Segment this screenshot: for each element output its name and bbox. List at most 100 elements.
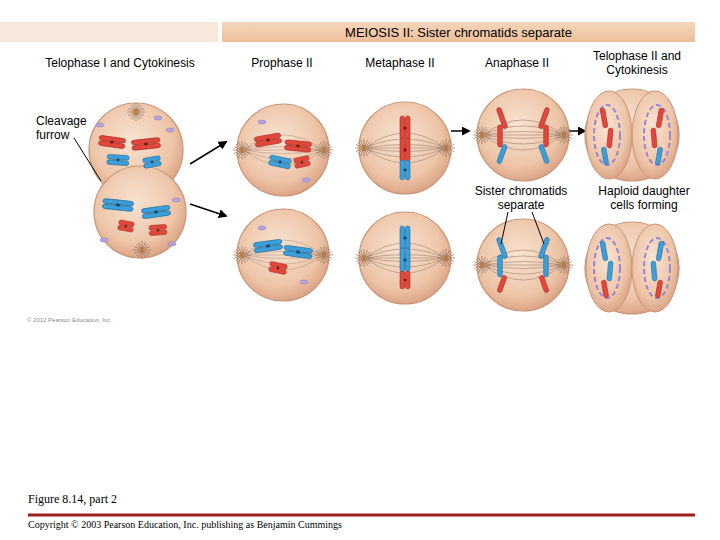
anaphase-two-cell	[498, 125, 503, 147]
step-arrow	[190, 204, 226, 216]
metaphase-two-cell	[400, 138, 410, 162]
anaphase-two-cell	[483, 250, 563, 280]
step-arrow	[190, 142, 226, 164]
telophase-two-cell	[585, 222, 679, 314]
anaphase-two-cell	[497, 275, 507, 293]
header-text: MEIOSIS II: Sister chromatids separate	[345, 25, 572, 40]
telophase-two-cell	[656, 241, 664, 261]
anaphase-two-cell	[538, 144, 549, 164]
telophase-one-cell	[98, 135, 126, 149]
prophase-two-cell	[233, 141, 251, 159]
telophase-one-cell	[94, 166, 186, 258]
telophase-one-cell	[166, 128, 174, 132]
figure-caption: Figure 8.14, part 2	[28, 492, 328, 506]
anaphase-two-cell	[544, 125, 549, 147]
metaphase-two-cell	[365, 243, 445, 273]
footer-rule	[28, 514, 695, 517]
prophase-two-cell	[258, 226, 266, 230]
prophase-two-cell	[268, 261, 287, 274]
telophase-two-cell	[601, 280, 609, 298]
telophase-two-cell	[586, 91, 632, 179]
metaphase-two-cell	[400, 116, 410, 140]
anaphase-two-cell	[555, 256, 573, 274]
metaphase-two-cell	[400, 271, 410, 289]
telophase-one-cell	[131, 138, 160, 151]
step-arrow	[451, 130, 469, 132]
telophase-two-cell	[651, 261, 657, 281]
callout-label: Cleavage furrow	[36, 114, 98, 142]
prophase-two-cell	[233, 246, 251, 264]
column-header: Telophase I and Cytokinesis	[20, 56, 220, 70]
prophase-two-cell	[293, 156, 310, 169]
prophase-two-cell	[315, 246, 333, 264]
telophase-one-cell	[102, 198, 134, 211]
telophase-one-cell	[141, 205, 171, 219]
header-band	[0, 22, 218, 42]
callout-label: Sister chromatids separate	[465, 184, 577, 212]
anaphase-two-cell	[483, 120, 563, 150]
metaphase-two-cell	[437, 139, 455, 157]
leader-line	[501, 212, 544, 244]
telophase-two-cell	[594, 238, 620, 298]
metaphase-two-cell	[355, 102, 455, 304]
prophase-two-cell	[284, 140, 311, 153]
metaphase-two-cell	[400, 226, 410, 250]
anaphase-two-cell	[473, 126, 491, 144]
metaphase-two-cell	[365, 133, 445, 163]
prophase-two-cell	[254, 133, 282, 147]
telophase-one-cell	[149, 224, 167, 235]
column-header: Anaphase II	[467, 56, 567, 70]
telophase-one-cell	[142, 156, 161, 169]
callout-label: Haploid daughter cells forming	[590, 184, 698, 212]
telophase-one-cell	[168, 242, 176, 246]
telophase-one-cell	[172, 198, 180, 202]
anaphase-two-cell	[544, 255, 549, 277]
leader-line	[74, 138, 101, 181]
telophase-two-cell	[632, 224, 678, 312]
telophase-one-cell	[127, 103, 145, 121]
metaphase-two-cell	[437, 249, 455, 267]
prophase-two-cell	[302, 178, 310, 182]
telophase-two-cell	[607, 128, 613, 148]
telophase-two-cell	[600, 241, 608, 261]
leader-line	[532, 212, 544, 244]
telophase-two-cell	[655, 280, 663, 298]
telophase-one-cell	[89, 103, 186, 259]
copyright-note: Copyright © 2003 Pearson Education, Inc.…	[28, 519, 448, 531]
prophase-two-cell	[268, 155, 292, 169]
telophase-two-cell	[655, 147, 663, 165]
telophase-one-cell	[107, 154, 130, 166]
column-header: Prophase II	[232, 56, 332, 70]
prophase-two-cell	[315, 141, 333, 159]
telophase-one-cell	[154, 116, 162, 120]
column-header: Telophase II and Cytokinesis	[581, 49, 693, 77]
prophase-two-cell	[258, 120, 266, 124]
telophase-two-cell	[586, 224, 632, 312]
telophase-two-cell	[656, 108, 664, 128]
stage-header-band: MEIOSIS II: Sister chromatids separate	[222, 22, 695, 42]
telophase-two-cell	[644, 105, 670, 165]
telophase-one-cell	[133, 241, 151, 259]
prophase-two-cell	[253, 239, 283, 253]
telophase-two-cell	[594, 105, 620, 165]
telophase-one-cell	[96, 123, 104, 127]
anaphase-two-cell	[473, 256, 491, 274]
metaphase-two-cell	[400, 160, 410, 180]
telophase-two-cell	[607, 261, 613, 281]
anaphase-two-cell	[498, 255, 503, 277]
telophase-one-cell	[118, 220, 135, 233]
metaphase-two-cell	[355, 249, 373, 267]
watermark: © 2012 Pearson Education, Inc.	[27, 316, 227, 324]
telophase-two-cell	[600, 108, 608, 128]
anaphase-two-cell	[539, 275, 549, 293]
telophase-two-cell	[632, 91, 678, 179]
telophase-two-cell	[601, 147, 609, 165]
anaphase-two-cell	[555, 126, 573, 144]
column-header: Metaphase II	[350, 56, 450, 70]
prophase-two-cell	[233, 104, 333, 301]
telophase-two-cell	[585, 89, 679, 181]
telophase-two-cell	[644, 238, 670, 298]
